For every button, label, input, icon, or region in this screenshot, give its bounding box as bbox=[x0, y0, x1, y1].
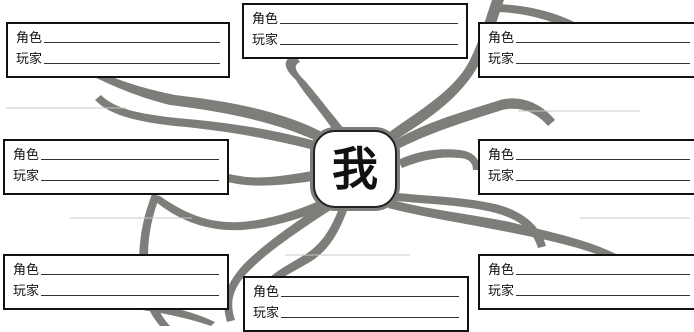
role-field[interactable] bbox=[280, 22, 458, 24]
role-row: 角色 bbox=[5, 258, 227, 279]
player-field[interactable] bbox=[516, 294, 690, 296]
role-field[interactable] bbox=[41, 273, 219, 275]
branch-top-left bbox=[80, 64, 336, 148]
player-field[interactable] bbox=[516, 62, 690, 64]
branch-top-right bbox=[385, 0, 504, 142]
player-field[interactable] bbox=[281, 316, 459, 318]
branch-bottom-center bbox=[262, 206, 348, 290]
branch-bottom-left-2 bbox=[224, 196, 340, 322]
role-row: 角色 bbox=[480, 258, 694, 279]
branch-top-center bbox=[285, 55, 350, 140]
role-box-mid-left: 角色 玩家 bbox=[3, 139, 229, 195]
player-row: 玩家 bbox=[245, 301, 467, 322]
branch-left-long bbox=[95, 95, 326, 152]
center-label: 我 bbox=[332, 142, 378, 196]
role-label: 角色 bbox=[488, 263, 515, 278]
player-field[interactable] bbox=[280, 43, 458, 45]
player-field[interactable] bbox=[41, 179, 219, 181]
role-row: 角色 bbox=[480, 143, 694, 164]
role-label: 角色 bbox=[13, 263, 40, 278]
player-row: 玩家 bbox=[5, 164, 227, 185]
role-label: 角色 bbox=[13, 148, 40, 163]
role-box-top-left: 角色 玩家 bbox=[6, 22, 230, 78]
player-row: 玩家 bbox=[5, 279, 227, 300]
branch-bottom-left bbox=[156, 196, 336, 231]
player-field[interactable] bbox=[516, 179, 690, 181]
role-field[interactable] bbox=[516, 41, 690, 43]
player-label: 玩家 bbox=[13, 284, 40, 299]
player-label: 玩家 bbox=[488, 169, 515, 184]
role-field[interactable] bbox=[281, 295, 459, 297]
player-label: 玩家 bbox=[253, 306, 280, 321]
branch-bottom-right-2 bbox=[388, 192, 546, 248]
role-box-bottom-left: 角色 玩家 bbox=[3, 254, 229, 310]
player-label: 玩家 bbox=[252, 33, 279, 48]
role-field[interactable] bbox=[44, 41, 220, 43]
role-label: 角色 bbox=[253, 285, 280, 300]
player-label: 玩家 bbox=[488, 52, 515, 67]
role-row: 角色 bbox=[244, 7, 466, 28]
role-row: 角色 bbox=[480, 26, 694, 47]
player-field[interactable] bbox=[41, 294, 219, 296]
player-row: 玩家 bbox=[480, 279, 694, 300]
player-field[interactable] bbox=[44, 62, 220, 64]
player-label: 玩家 bbox=[488, 284, 515, 299]
role-row: 角色 bbox=[8, 26, 228, 47]
player-row: 玩家 bbox=[480, 47, 694, 68]
role-label: 角色 bbox=[488, 31, 515, 46]
player-row: 玩家 bbox=[244, 28, 466, 49]
center-node: 我 bbox=[313, 130, 397, 208]
role-label: 角色 bbox=[16, 31, 43, 46]
role-label: 角色 bbox=[488, 148, 515, 163]
role-box-top-right: 角色 玩家 bbox=[478, 22, 694, 78]
role-box-bottom-center: 角色 玩家 bbox=[243, 276, 469, 332]
role-field[interactable] bbox=[41, 158, 219, 160]
role-label: 角色 bbox=[252, 12, 279, 27]
player-label: 玩家 bbox=[16, 52, 43, 67]
role-field[interactable] bbox=[516, 273, 690, 275]
role-box-top-center: 角色 玩家 bbox=[242, 3, 468, 59]
role-row: 角色 bbox=[245, 280, 467, 301]
player-row: 玩家 bbox=[480, 164, 694, 185]
player-label: 玩家 bbox=[13, 169, 40, 184]
role-box-bottom-right: 角色 玩家 bbox=[478, 254, 694, 310]
player-row: 玩家 bbox=[8, 47, 228, 68]
branch-mid-right bbox=[398, 149, 480, 170]
role-field[interactable] bbox=[516, 158, 690, 160]
branch-top-right-2 bbox=[395, 98, 555, 148]
role-box-mid-right: 角色 玩家 bbox=[478, 139, 694, 195]
role-row: 角色 bbox=[5, 143, 227, 164]
branch-bottom-right bbox=[388, 200, 620, 262]
